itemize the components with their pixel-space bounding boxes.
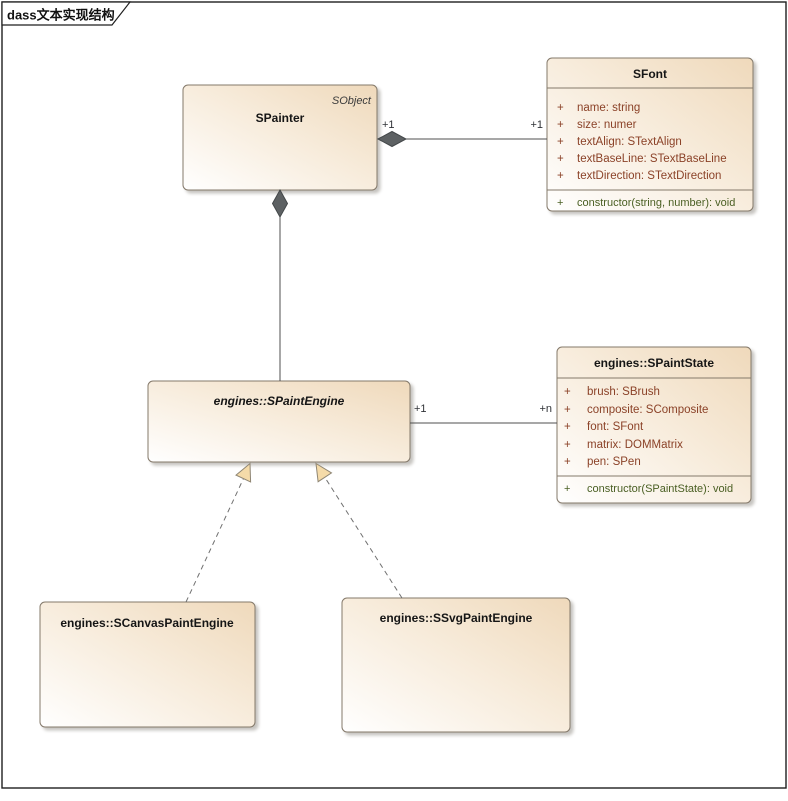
attribute-visibility: + — [557, 170, 564, 182]
attribute: brush: SBrush — [587, 386, 660, 398]
attributes-compartment: + brush: SBrush + composite: SComposite … — [564, 386, 708, 468]
attribute-visibility: + — [557, 119, 564, 131]
attributes-compartment: + name: string + size: numer + textAlign… — [557, 102, 727, 182]
operation-visibility: + — [557, 197, 563, 209]
composition-diamond-icon — [271, 188, 289, 219]
class-spainter[interactable]: SObject SPainter — [182, 84, 378, 191]
class-box — [341, 597, 571, 733]
class-ssvgpaintengine[interactable]: engines::SSvgPaintEngine — [341, 597, 571, 733]
operations-compartment: + constructor(string, number): void — [557, 197, 735, 209]
attribute: composite: SComposite — [587, 404, 708, 416]
class-title: SFont — [633, 67, 667, 81]
source-multiplicity: +1 — [414, 403, 427, 415]
diagram-tab-shape — [1, 1, 132, 26]
connector-line — [185, 478, 244, 603]
attribute-visibility: + — [564, 404, 571, 416]
class-title: engines::SPaintState — [594, 356, 714, 370]
diagram-tab: dass文本实现结构 — [1, 1, 132, 26]
composition-spainter-sfont[interactable]: +1 +1 — [376, 119, 547, 148]
class-annotation: SObject — [332, 95, 372, 107]
generalization-arrow-icon — [235, 462, 252, 483]
attribute-visibility: + — [564, 421, 571, 433]
attribute-visibility: + — [557, 102, 564, 114]
attribute-visibility: + — [564, 386, 571, 398]
realization-ssvg-spaintengine[interactable] — [315, 462, 403, 599]
composition-diamond-icon — [376, 130, 408, 148]
realization-scanvas-spaintengine[interactable] — [185, 462, 252, 603]
class-spaintengine[interactable]: engines::SPaintEngine — [147, 380, 411, 463]
generalization-arrow-icon — [315, 462, 333, 483]
attribute: textBaseLine: STextBaseLine — [577, 153, 727, 165]
source-multiplicity: +1 — [382, 119, 395, 131]
class-title: engines::SCanvasPaintEngine — [60, 616, 234, 630]
attribute: name: string — [577, 102, 640, 114]
class-title: SPainter — [256, 111, 305, 125]
attribute: textAlign: STextAlign — [577, 136, 682, 148]
attribute: pen: SPen — [587, 456, 641, 468]
target-multiplicity: +1 — [530, 119, 543, 131]
attribute: matrix: DOMMatrix — [587, 439, 683, 451]
operation-visibility: + — [564, 483, 570, 495]
attribute-visibility: + — [564, 439, 571, 451]
attribute: textDirection: STextDirection — [577, 170, 721, 182]
attribute: font: SFont — [587, 421, 644, 433]
class-box — [39, 601, 256, 728]
operations-compartment: + constructor(SPaintState): void — [564, 483, 733, 495]
connector-line — [324, 477, 403, 599]
operation: constructor(SPaintState): void — [587, 483, 733, 495]
class-box — [556, 346, 752, 504]
attribute-visibility: + — [557, 136, 564, 148]
attribute: size: numer — [577, 119, 637, 131]
target-multiplicity: +n — [539, 403, 552, 415]
attribute-visibility: + — [557, 153, 564, 165]
class-title: engines::SSvgPaintEngine — [380, 611, 533, 625]
class-box — [546, 57, 754, 212]
operation: constructor(string, number): void — [577, 197, 735, 209]
class-spaintstate[interactable]: engines::SPaintState + brush: SBrush + c… — [556, 346, 752, 504]
composition-spainter-spaintengine[interactable] — [271, 188, 289, 381]
class-title: engines::SPaintEngine — [214, 394, 345, 408]
class-sfont[interactable]: SFont + name: string + size: numer + tex… — [546, 57, 754, 212]
class-box — [147, 380, 411, 463]
diagram-tab-label: dass文本实现结构 — [7, 8, 115, 23]
association-spaintengine-spaintstate[interactable]: +1 +n — [410, 403, 557, 424]
class-scanvaspaintengine[interactable]: engines::SCanvasPaintEngine — [39, 601, 256, 728]
attribute-visibility: + — [564, 456, 571, 468]
